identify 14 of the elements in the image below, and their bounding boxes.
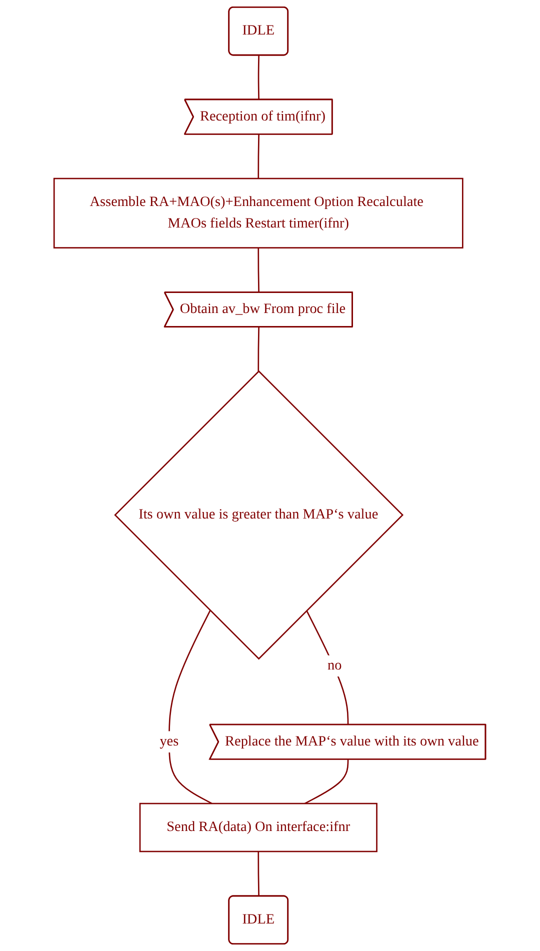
flowchart: no yes IDLE Reception of tim(ifnr) Assemble RA+MAO(s)+Enhancement Option Recalculate MAOs fields Restart timer(ifnr) Obtain av_bw From proc file Its own value is greater than MAP‘s value Replace the MAP‘s value with its own value Send RA(data) On interface:ifnr IDLE: [47, 0, 493, 951]
edge-label: no: [328, 658, 342, 674]
node-box: [140, 802, 378, 852]
connector: [168, 610, 213, 804]
node-box: [54, 178, 464, 248]
connector: [258, 134, 260, 179]
edge-label: yes: [160, 734, 179, 749]
connector: [306, 610, 349, 725]
connector: [258, 56, 260, 100]
connector: [258, 327, 260, 372]
connector: [258, 248, 260, 293]
node-diamond: [114, 370, 404, 660]
connector: [258, 852, 260, 896]
connector: [304, 760, 349, 804]
